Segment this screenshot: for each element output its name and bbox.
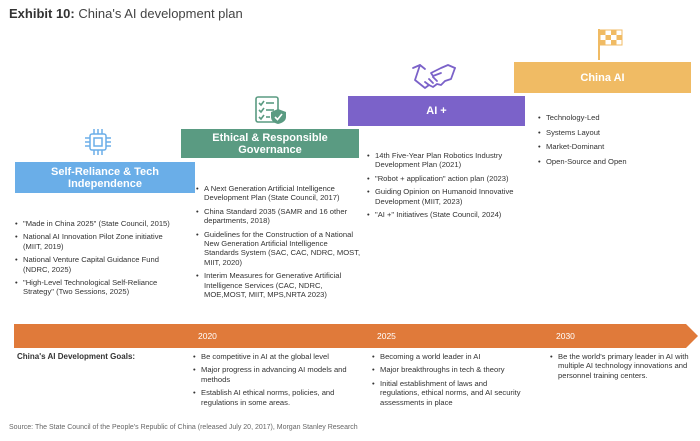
list-item: A Next Generation Artificial Intelligenc… [196, 184, 364, 203]
stage-label: Ethical & Responsible Governance [212, 131, 328, 156]
exhibit-number: Exhibit 10: [9, 6, 75, 21]
stage-ai-plus: AI + [348, 96, 525, 126]
list-item: Establish AI ethical norms, policies, an… [193, 388, 353, 407]
list-item: Be competitive in AI at the global level [193, 352, 353, 362]
list-item: Major breakthroughs in tech & theory [372, 365, 522, 375]
list-item: Systems Layout [538, 128, 688, 138]
list-item: Becoming a world leader in AI [372, 352, 522, 362]
source-note: Source: The State Council of the People'… [9, 424, 358, 431]
list-item: "High-Level Technological Self-Reliance … [15, 278, 179, 297]
stage-items-self-reliance: "Made in China 2025" (State Council, 201… [15, 219, 179, 301]
stage-items-china-ai: Technology-Led Systems Layout Market-Dom… [538, 113, 688, 171]
list-item: "Made in China 2025" (State Council, 201… [15, 219, 179, 229]
stage-ethical-governance: Ethical & Responsible Governance [181, 129, 359, 158]
stage-label: AI + [426, 105, 447, 117]
list-item: China Standard 2035 (SAMR and 16 other d… [196, 207, 364, 226]
list-item: Be the world's primary leader in AI with… [550, 352, 690, 380]
list-item: Market-Dominant [538, 142, 688, 152]
list-item: Interim Measures for Generative Artifici… [196, 271, 364, 299]
list-item: Major progress in advancing AI models an… [193, 365, 353, 384]
list-item: "Robot + application" action plan (2023) [367, 174, 517, 184]
list-item: National AI Innovation Pilot Zone initia… [15, 232, 179, 251]
year-2030: 2030 [556, 331, 575, 341]
list-item: 14th Five-Year Plan Robotics Industry De… [367, 151, 517, 170]
list-item: "AI +" Initiatives (State Council, 2024) [367, 210, 517, 220]
stage-items-ethical-governance: A Next Generation Artificial Intelligenc… [196, 184, 364, 303]
handshake-icon [412, 64, 456, 89]
year-2020: 2020 [198, 331, 217, 341]
goals-2025: Becoming a world leader in AI Major brea… [372, 352, 522, 411]
list-item: Initial establishment of laws and regula… [372, 379, 522, 407]
stage-self-reliance: Self-Reliance & Tech Independence [15, 162, 195, 193]
stage-items-ai-plus: 14th Five-Year Plan Robotics Industry De… [367, 151, 517, 223]
page-title: Exhibit 10: China's AI development plan [9, 6, 243, 21]
list-item: Open-Source and Open [538, 157, 688, 167]
list-item: Guiding Opinion on Humanoid Innovative D… [367, 187, 517, 206]
goals-2030: Be the world's primary leader in AI with… [550, 352, 690, 384]
checkered-flag-icon [598, 29, 623, 60]
list-item: Technology-Led [538, 113, 688, 123]
stage-label: China AI [580, 71, 625, 84]
list-item: National Venture Capital Guidance Fund (… [15, 255, 179, 274]
timeline-arrow [14, 324, 698, 348]
exhibit-title: China's AI development plan [78, 6, 243, 21]
list-item: Guidelines for the Construction of a Nat… [196, 230, 364, 268]
goals-label: China's AI Development Goals: [17, 352, 136, 361]
circuit-chip-icon [85, 129, 111, 155]
stage-label: Self-Reliance & Tech Independence [51, 165, 159, 190]
year-2025: 2025 [377, 331, 396, 341]
stage-china-ai: China AI [514, 62, 691, 93]
checklist-shield-icon [255, 96, 286, 124]
goals-2020: Be competitive in AI at the global level… [193, 352, 353, 411]
